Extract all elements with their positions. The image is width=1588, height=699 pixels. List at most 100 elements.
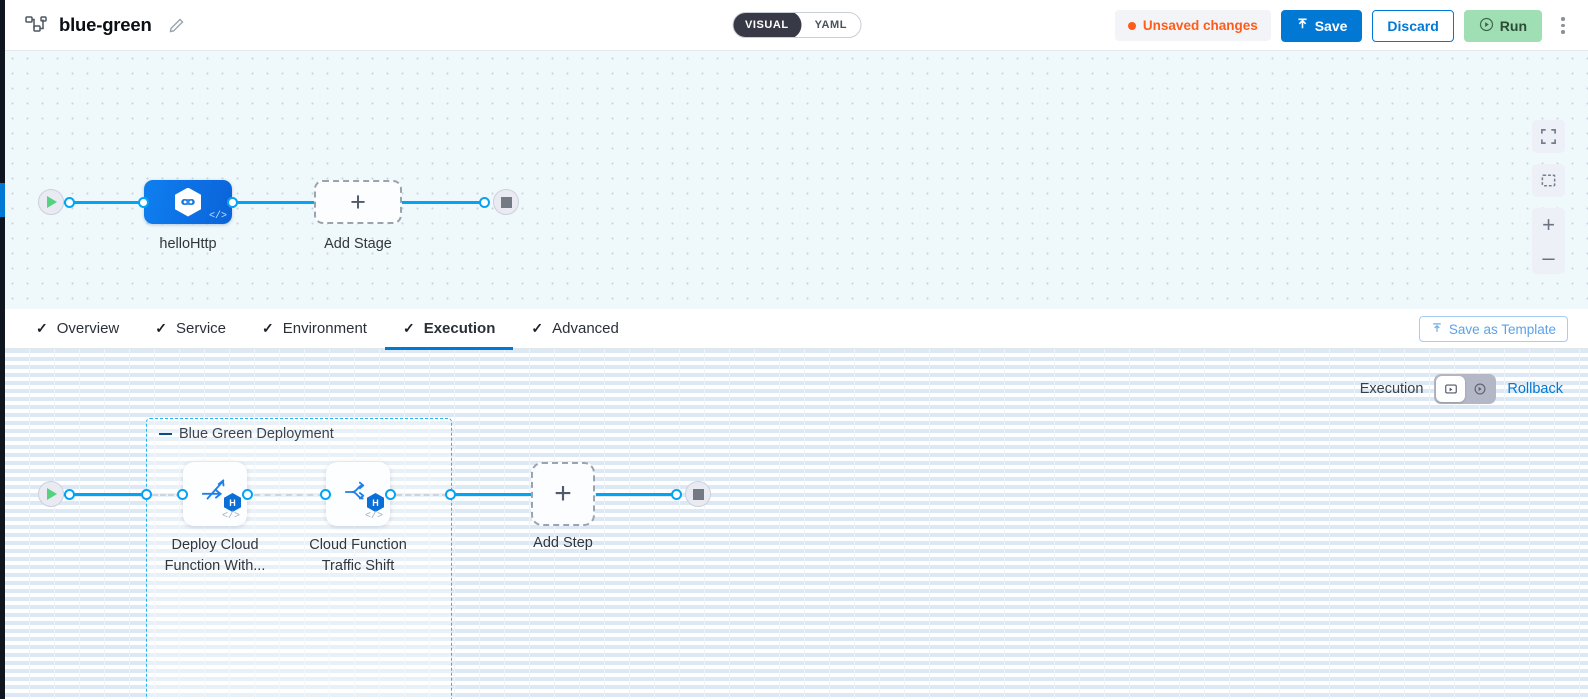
traffic-split-icon	[342, 478, 374, 511]
check-icon: ✓	[155, 320, 167, 336]
stop-square-icon	[500, 196, 512, 208]
tab-overview[interactable]: ✓ Overview	[18, 309, 137, 349]
tab-execution-label: Execution	[423, 320, 496, 337]
kebab-menu-icon[interactable]	[1552, 10, 1574, 42]
zoom-out-icon[interactable]: –	[1542, 244, 1555, 270]
pipeline-tabs: ✓ Overview ✓ Service ✓ Environment ✓ Exe…	[5, 309, 1588, 350]
stage-node-input-port[interactable]	[138, 196, 149, 208]
exec-start-node-port[interactable]	[64, 488, 75, 500]
step-node-box[interactable]: H </>	[183, 462, 247, 526]
execution-end-node[interactable]	[671, 481, 711, 507]
canvas-controls: + –	[1532, 120, 1565, 274]
rollback-link[interactable]: Rollback	[1507, 381, 1563, 397]
plus-icon: +	[350, 186, 366, 217]
start-node-circle[interactable]	[38, 189, 64, 215]
step2-input-port[interactable]	[320, 488, 331, 500]
harness-hexagon-badge: H	[367, 493, 384, 512]
code-badge: </>	[221, 511, 240, 522]
check-icon: ✓	[262, 320, 274, 336]
zoom-in-icon[interactable]: +	[1542, 211, 1555, 237]
add-step-node[interactable]: + Add Step	[531, 462, 595, 551]
start-node-port[interactable]	[64, 196, 75, 208]
discard-button[interactable]: Discard	[1372, 9, 1454, 42]
tab-environment[interactable]: ✓ Environment	[244, 309, 385, 349]
add-stage-label: Add Stage	[324, 236, 392, 252]
save-button-label: Save	[1314, 17, 1348, 34]
group-exit-port[interactable]	[445, 488, 456, 500]
zoom-controls[interactable]: + –	[1532, 208, 1565, 274]
check-icon: ✓	[36, 320, 48, 336]
plus-icon: +	[554, 477, 572, 510]
stage-start-node[interactable]	[38, 189, 75, 215]
template-upload-icon	[1431, 322, 1443, 337]
unsaved-changes-label: Unsaved changes	[1142, 18, 1258, 33]
exec-end-node-circle[interactable]	[685, 481, 711, 507]
pencil-edit-icon[interactable]	[168, 17, 185, 34]
end-node-circle[interactable]	[493, 189, 519, 215]
step2-output-port[interactable]	[385, 488, 396, 500]
upload-arrow-icon	[1296, 18, 1309, 34]
step1-input-port[interactable]	[177, 488, 188, 500]
execution-rollback-toggle[interactable]	[1434, 374, 1497, 404]
execution-canvas[interactable]: Execution Rollback	[5, 349, 1588, 699]
harness-hexagon-icon	[175, 187, 201, 217]
rollback-view-icon[interactable]	[1465, 376, 1494, 402]
step-node-label: Cloud Function Traffic Shift	[309, 537, 407, 574]
view-mode-toggle[interactable]: VISUAL YAML	[732, 12, 861, 38]
add-step-button[interactable]: +	[531, 462, 595, 526]
collapse-dash-icon[interactable]	[159, 432, 172, 436]
step-node-label: Deploy Cloud Function With...	[164, 537, 266, 574]
exec-start-node-circle[interactable]	[38, 481, 64, 507]
play-triangle-icon	[47, 488, 57, 500]
unsaved-changes-badge: Unsaved changes	[1114, 10, 1271, 41]
connector-addstage-to-end	[398, 201, 483, 204]
connector-step2-to-group-exit	[396, 494, 448, 496]
discard-button-label: Discard	[1387, 17, 1439, 34]
tab-execution[interactable]: ✓ Execution	[384, 309, 514, 350]
page-title: blue-green	[59, 14, 152, 35]
connector-stage-to-addstage	[232, 201, 318, 204]
select-area-icon[interactable]	[1532, 164, 1565, 197]
execution-toolbar-label: Execution	[1359, 381, 1424, 397]
run-button[interactable]: Run	[1463, 9, 1542, 42]
group-entry-port[interactable]	[141, 488, 152, 500]
stage-node-label: helloHttp	[159, 236, 217, 252]
add-stage-node[interactable]: + Add Stage	[314, 180, 402, 252]
step-node-deploy-cloud-function[interactable]: H </> Deploy Cloud Function With...	[165, 462, 265, 574]
fit-screen-icon[interactable]	[1532, 120, 1565, 153]
toggle-yaml[interactable]: YAML	[814, 19, 847, 31]
end-node-port[interactable]	[479, 196, 490, 208]
connector-addstep-to-end	[596, 493, 676, 496]
tab-advanced[interactable]: ✓ Advanced	[513, 309, 636, 349]
check-icon: ✓	[531, 320, 544, 336]
toggle-visual[interactable]: VISUAL	[733, 13, 802, 37]
connector-group-to-addstep	[452, 493, 532, 496]
stage-node-output-port[interactable]	[227, 196, 238, 208]
stage-end-node[interactable]	[479, 189, 519, 215]
visual-yaml-toggle[interactable]: VISUAL YAML	[732, 12, 861, 38]
left-nav-rail	[0, 0, 5, 699]
step-node-cloud-function-traffic-shift[interactable]: H </> Cloud Function Traffic Shift	[309, 462, 407, 574]
exec-end-node-port[interactable]	[671, 488, 682, 500]
header-left-group: blue-green	[5, 14, 185, 36]
connector-exec-start-to-group	[55, 493, 147, 496]
execution-start-node[interactable]	[38, 481, 75, 507]
save-button[interactable]: Save	[1280, 9, 1363, 42]
add-stage-button[interactable]: +	[314, 180, 402, 224]
tab-service[interactable]: ✓ Service	[137, 309, 244, 349]
execution-view-icon[interactable]	[1436, 376, 1466, 402]
step-group-title: Blue Green Deployment	[159, 426, 334, 442]
stage-node-hellohttp[interactable]: </> helloHttp	[138, 180, 238, 252]
connector-group-entry	[152, 494, 182, 496]
save-as-template-button[interactable]: Save as Template	[1418, 316, 1568, 342]
pipeline-nodes-icon	[25, 16, 47, 34]
step-node-box[interactable]: H </>	[326, 462, 390, 526]
stage-node-box[interactable]: </>	[144, 180, 232, 224]
add-step-label: Add Step	[533, 535, 593, 551]
step1-output-port[interactable]	[242, 488, 253, 500]
execution-toolbar: Execution Rollback	[1360, 374, 1563, 404]
stage-canvas[interactable]: </> helloHttp + Add Stage	[5, 51, 1588, 309]
stop-square-icon	[692, 488, 704, 500]
step-group-title-label: Blue Green Deployment	[179, 426, 334, 442]
